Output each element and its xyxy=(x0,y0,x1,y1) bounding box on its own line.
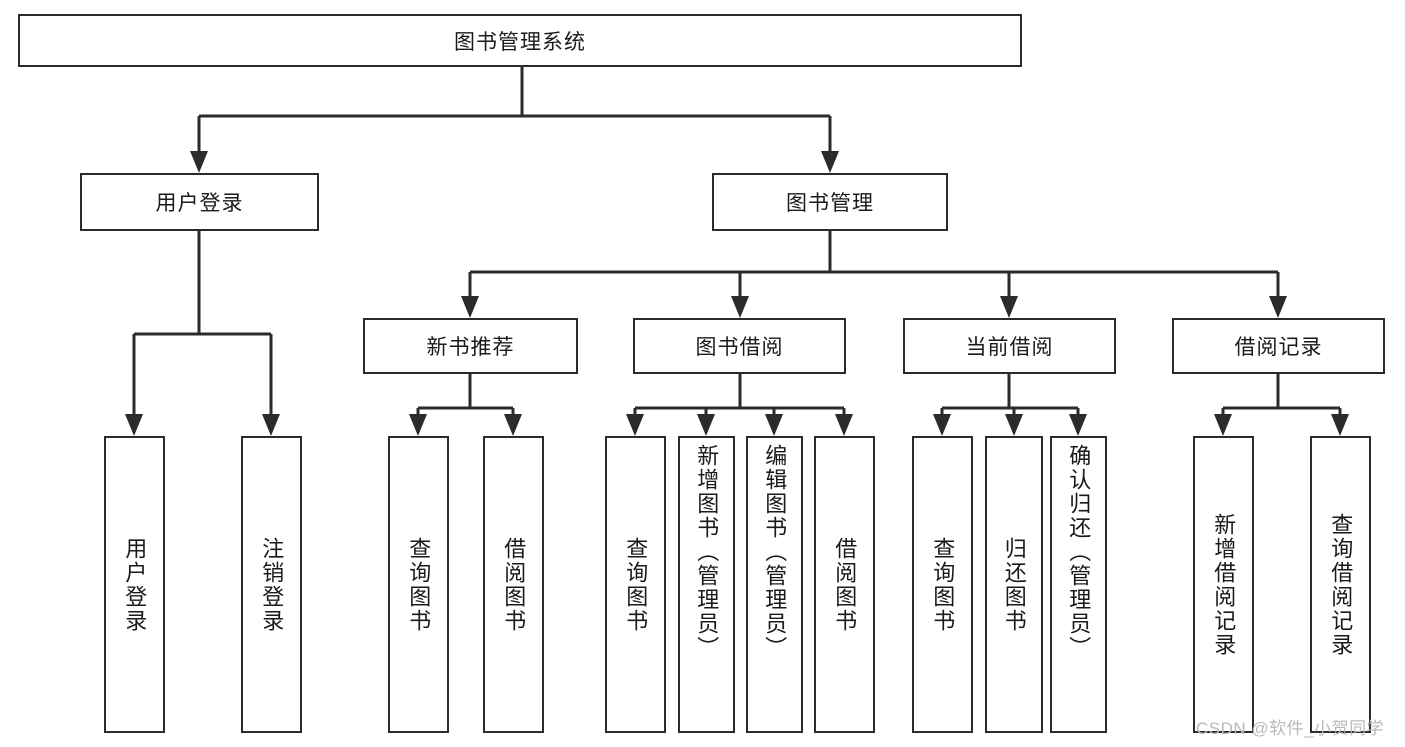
arrowhead-icon xyxy=(504,414,522,436)
node-leaf-leaf-borrow-book-2[interactable]: 借阅图书 xyxy=(814,436,875,733)
node-label: 当前借阅 xyxy=(965,336,1054,359)
arrowhead-icon xyxy=(190,151,208,173)
node-label-vertical: 查询图书 xyxy=(406,536,432,633)
node-leaf-leaf-query-book-2[interactable]: 查询图书 xyxy=(605,436,666,733)
node-label-vertical: 查询图书 xyxy=(623,536,649,633)
node-root-root[interactable]: 图书管理系统 xyxy=(18,14,1022,67)
node-label-vertical: 新增图书（管理员） xyxy=(694,444,720,660)
node-leaf-leaf-add-borrow-record[interactable]: 新增借阅记录 xyxy=(1193,436,1254,733)
node-label: 图书借阅 xyxy=(695,336,784,359)
node-label: 借阅记录 xyxy=(1234,336,1323,359)
node-leaf-leaf-borrow-book-1[interactable]: 借阅图书 xyxy=(483,436,544,733)
arrowhead-icon xyxy=(697,414,715,436)
node-leaf-leaf-query-borrow-record[interactable]: 查询借阅记录 xyxy=(1310,436,1371,733)
node-leaf-leaf-user-login[interactable]: 用户登录 xyxy=(104,436,165,733)
node-l2-user-login[interactable]: 用户登录 xyxy=(80,173,319,231)
node-l3-book-borrow[interactable]: 图书借阅 xyxy=(633,318,846,374)
node-label-vertical: 新增借阅记录 xyxy=(1211,512,1237,657)
node-l2-book-manage[interactable]: 图书管理 xyxy=(712,173,948,231)
node-leaf-leaf-query-book-1[interactable]: 查询图书 xyxy=(388,436,449,733)
arrowhead-icon xyxy=(933,414,951,436)
arrowhead-icon xyxy=(1069,414,1087,436)
node-l3-borrow-record[interactable]: 借阅记录 xyxy=(1172,318,1385,374)
node-leaf-leaf-query-book-3[interactable]: 查询图书 xyxy=(912,436,973,733)
node-label: 图书管理系统 xyxy=(454,30,586,54)
arrowhead-icon xyxy=(1269,296,1287,318)
arrowhead-icon xyxy=(765,414,783,436)
arrowhead-icon xyxy=(821,151,839,173)
arrowhead-icon xyxy=(1005,414,1023,436)
node-label-vertical: 借阅图书 xyxy=(832,536,858,633)
node-leaf-leaf-return-book[interactable]: 归还图书 xyxy=(985,436,1043,733)
node-l3-current-borrow[interactable]: 当前借阅 xyxy=(903,318,1116,374)
node-leaf-leaf-add-book-admin[interactable]: 新增图书（管理员） xyxy=(678,436,735,733)
node-label: 用户登录 xyxy=(155,192,244,215)
arrowhead-icon xyxy=(262,414,280,436)
node-label: 图书管理 xyxy=(786,192,874,215)
node-label-vertical: 查询借阅记录 xyxy=(1328,512,1354,657)
node-label-vertical: 借阅图书 xyxy=(501,536,527,633)
arrowhead-icon xyxy=(835,414,853,436)
node-label-vertical: 归还图书 xyxy=(1001,536,1027,633)
arrowhead-icon xyxy=(409,414,427,436)
arrowhead-icon xyxy=(1000,296,1018,318)
arrowhead-icon xyxy=(731,296,749,318)
arrowhead-icon xyxy=(125,414,143,436)
node-label-vertical: 确认归还（管理员） xyxy=(1066,444,1092,660)
node-leaf-leaf-confirm-return[interactable]: 确认归还（管理员） xyxy=(1050,436,1107,733)
node-label: 新书推荐 xyxy=(426,336,515,359)
node-leaf-leaf-user-logout[interactable]: 注销登录 xyxy=(241,436,302,733)
arrowhead-icon xyxy=(626,414,644,436)
csdn-watermark: CSDN @软件_小贺同学 xyxy=(1196,719,1385,738)
node-label-vertical: 编辑图书（管理员） xyxy=(762,444,788,660)
node-l3-new-book-recommend[interactable]: 新书推荐 xyxy=(363,318,578,374)
arrowhead-icon xyxy=(461,296,479,318)
arrowhead-icon xyxy=(1214,414,1232,436)
node-leaf-leaf-edit-book-admin[interactable]: 编辑图书（管理员） xyxy=(746,436,803,733)
node-label-vertical: 注销登录 xyxy=(259,536,285,633)
node-label-vertical: 用户登录 xyxy=(122,536,148,633)
arrowhead-icon xyxy=(1331,414,1349,436)
node-label-vertical: 查询图书 xyxy=(930,536,956,633)
